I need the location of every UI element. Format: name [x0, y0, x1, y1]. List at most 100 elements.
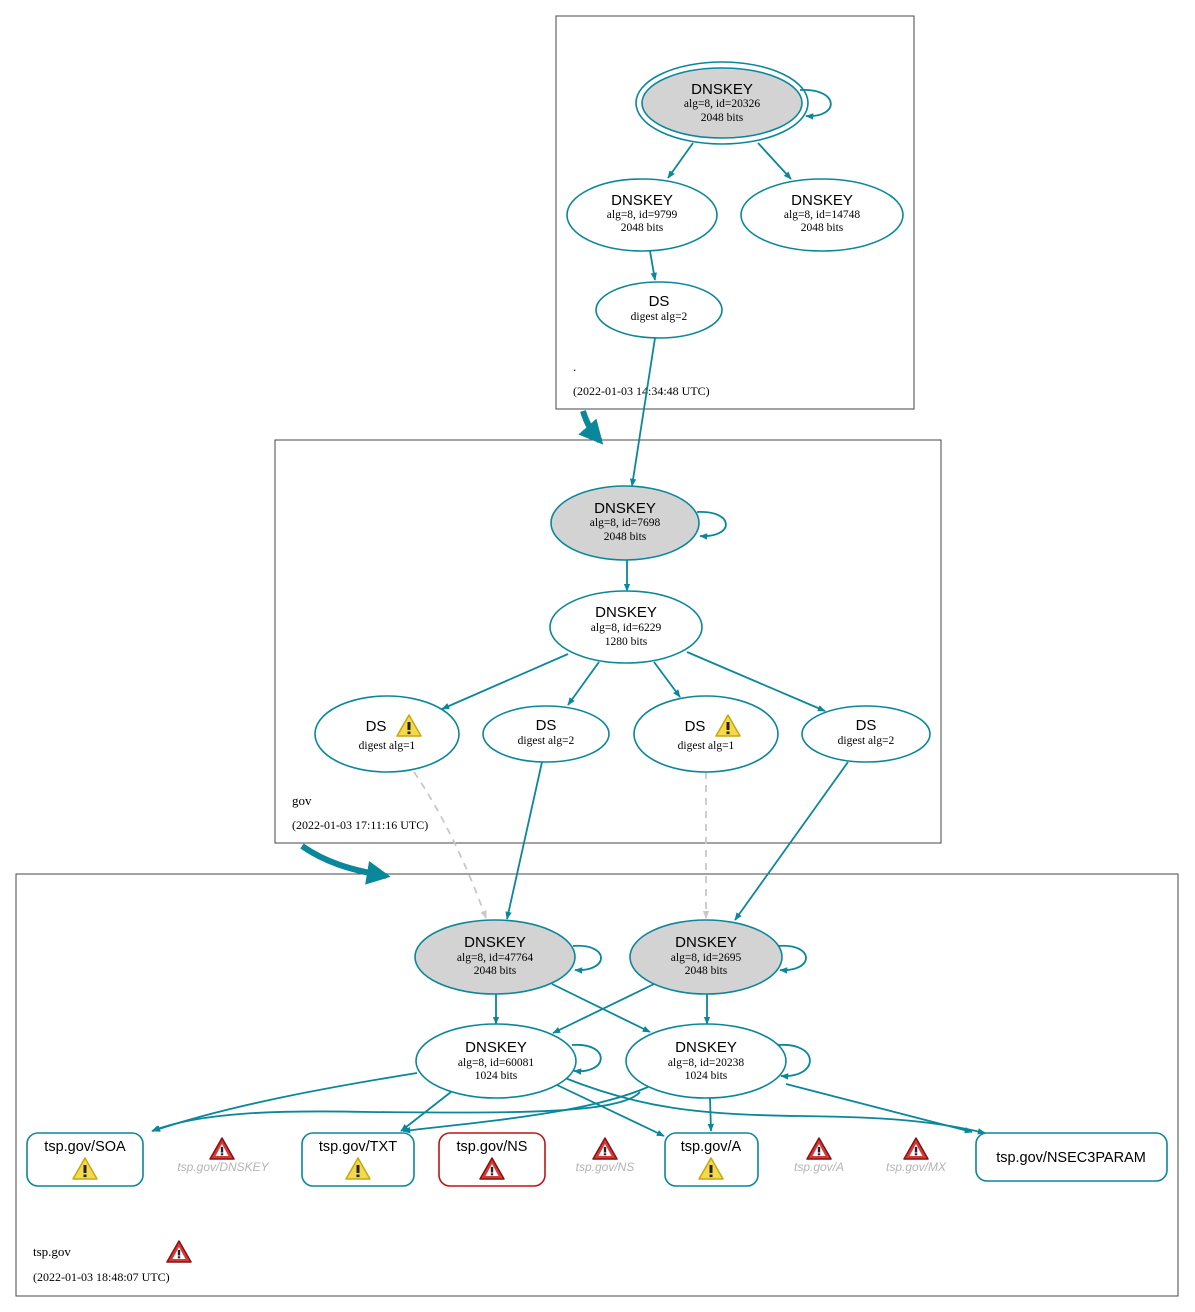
edge-gov-ds2-tsp-ksk1 [505, 761, 543, 920]
zone-gov-box [274, 439, 942, 844]
node-title: DS [856, 717, 877, 734]
node-title: DNSKEY [675, 934, 737, 951]
node-title: DNSKEY [595, 604, 657, 621]
edge-tsp-zsk2-a [707, 1097, 714, 1132]
node-gov-zsk[interactable]: DNSKEY alg=8, id=6229 1280 bits [549, 590, 703, 664]
ghost-label: tsp.gov/NS [576, 1160, 635, 1174]
node-line1: alg=8, id=14748 [784, 209, 860, 221]
error-icon [592, 1137, 618, 1160]
node-line2: 2048 bits [621, 222, 664, 234]
record-label: tsp.gov/A [681, 1139, 742, 1155]
ghost-record-dnskey[interactable]: tsp.gov/DNSKEY [177, 1137, 270, 1174]
record-label: tsp.gov/NSEC3PARAM [996, 1150, 1146, 1166]
node-line2: 1024 bits [475, 1070, 518, 1082]
node-line1: alg=8, id=7698 [590, 517, 661, 529]
node-line1: alg=8, id=47764 [457, 952, 533, 964]
node-title: DNSKEY [611, 192, 673, 209]
node-line1: digest alg=2 [518, 735, 575, 747]
edge-tsp-zsk2-soa [151, 1091, 641, 1132]
zone-root-name: . [573, 359, 576, 374]
edge-gov-ds1-tsp-ksk1 [413, 771, 487, 919]
node-title: DS [366, 718, 387, 735]
node-line1: alg=8, id=60081 [458, 1057, 534, 1069]
edge-gov-ksk-self [696, 511, 727, 540]
record-a[interactable]: tsp.gov/A [664, 1132, 759, 1187]
node-line2: 2048 bits [474, 965, 517, 977]
node-tsp-zsk1[interactable]: DNSKEY alg=8, id=60081 1024 bits [415, 1023, 577, 1099]
edge-tsp-ksk2-self [777, 945, 807, 974]
node-title: DS [685, 718, 706, 735]
record-txt[interactable]: tsp.gov/TXT [301, 1132, 415, 1187]
node-title: DS [649, 293, 670, 310]
ghost-record-mx[interactable]: tsp.gov/MX [886, 1137, 947, 1174]
zone-root-timestamp: (2022-01-03 14:34:48 UTC) [573, 384, 710, 398]
node-line2: 1280 bits [605, 636, 648, 648]
edge-gov-zsk-ds1 [441, 653, 569, 710]
node-root-ds[interactable]: DS digest alg=2 [595, 281, 723, 339]
edge-tsp-zsk1-soa [152, 1072, 418, 1132]
node-line2: 2048 bits [701, 112, 744, 124]
edge-root-ksk-self [799, 89, 832, 120]
record-label: tsp.gov/SOA [44, 1139, 126, 1155]
ghost-label: tsp.gov/DNSKEY [177, 1160, 269, 1174]
node-gov-ds1[interactable]: DS digest alg=1 [314, 695, 460, 773]
node-title: DNSKEY [675, 1039, 737, 1056]
error-icon [806, 1137, 832, 1160]
node-gov-ds4[interactable]: DS digest alg=2 [801, 705, 931, 763]
zone-root-box [555, 15, 915, 410]
node-title: DNSKEY [465, 1039, 527, 1056]
zone-gov-name: gov [292, 793, 312, 808]
edge-tsp-zsk2-nsec3param [785, 1083, 973, 1134]
node-gov-ksk[interactable]: DNSKEY alg=8, id=7698 2048 bits [550, 485, 700, 561]
node-title: DNSKEY [464, 934, 526, 951]
delegation-root-gov-arrow [578, 410, 604, 445]
node-tsp-zsk2[interactable]: DNSKEY alg=8, id=20238 1024 bits [625, 1023, 787, 1099]
node-line1: alg=8, id=20326 [684, 98, 760, 110]
zone-gov-timestamp: (2022-01-03 17:11:16 UTC) [292, 818, 428, 832]
error-icon [903, 1137, 929, 1160]
node-root-ksk[interactable]: DNSKEY alg=8, id=20326 2048 bits [635, 61, 809, 145]
record-label: tsp.gov/TXT [319, 1139, 397, 1155]
node-root-zsk1[interactable]: DNSKEY alg=8, id=9799 2048 bits [566, 178, 718, 252]
edge-tsp-zsk1-a [556, 1084, 665, 1137]
zone-tsp-error-icon [166, 1240, 192, 1263]
delegation-gov-tsp-arrow [300, 843, 391, 885]
node-line1: alg=8, id=2695 [671, 952, 742, 964]
record-nsec3param[interactable]: tsp.gov/NSEC3PARAM [975, 1132, 1168, 1182]
edge-gov-zsk-ds4 [686, 651, 826, 712]
node-tsp-ksk1[interactable]: DNSKEY alg=8, id=47764 2048 bits [414, 919, 576, 995]
edge-root-ksk-zsk2 [757, 142, 792, 180]
dashed-edges [413, 771, 710, 919]
edge-root-zsk1-ds [649, 250, 657, 281]
node-tsp-ksk2[interactable]: DNSKEY alg=8, id=2695 2048 bits [629, 919, 783, 995]
edge-tsp-zsk2-self [777, 1044, 811, 1080]
node-title: DNSKEY [594, 500, 656, 517]
record-label: tsp.gov/NS [457, 1139, 528, 1155]
node-gov-ds2[interactable]: DS digest alg=2 [482, 705, 610, 763]
node-title: DNSKEY [791, 192, 853, 209]
node-line1: alg=8, id=20238 [668, 1057, 744, 1069]
edge-root-ksk-zsk1 [667, 142, 694, 179]
zone-tsp-timestamp: (2022-01-03 18:48:07 UTC) [33, 1270, 170, 1284]
node-line1: alg=8, id=9799 [607, 209, 678, 221]
edge-gov-zsk-ds3 [653, 661, 681, 698]
node-gov-ds3[interactable]: DS digest alg=1 [633, 695, 779, 773]
node-line2: 1024 bits [685, 1070, 728, 1082]
node-line1: digest alg=2 [631, 311, 688, 323]
node-title: DNSKEY [691, 81, 753, 98]
node-line2: 2048 bits [604, 531, 647, 543]
node-root-zsk2[interactable]: DNSKEY alg=8, id=14748 2048 bits [740, 178, 904, 252]
record-ns[interactable]: tsp.gov/NS [438, 1132, 546, 1187]
ghost-record-a[interactable]: tsp.gov/A [794, 1137, 844, 1174]
node-line1: alg=8, id=6229 [591, 622, 662, 634]
ghost-record-ns[interactable]: tsp.gov/NS [576, 1137, 635, 1174]
edge-tsp-zsk1-self [571, 1044, 602, 1075]
node-line2: 2048 bits [685, 965, 728, 977]
record-soa[interactable]: tsp.gov/SOA [26, 1132, 144, 1187]
edge-root-ds-gov-ksk [629, 337, 656, 487]
edge-gov-zsk-ds2 [567, 661, 600, 706]
node-title: DS [536, 717, 557, 734]
edge-tsp-ksk2-zsk1 [552, 983, 655, 1034]
edge-tsp-ksk1-zsk2 [551, 983, 651, 1033]
